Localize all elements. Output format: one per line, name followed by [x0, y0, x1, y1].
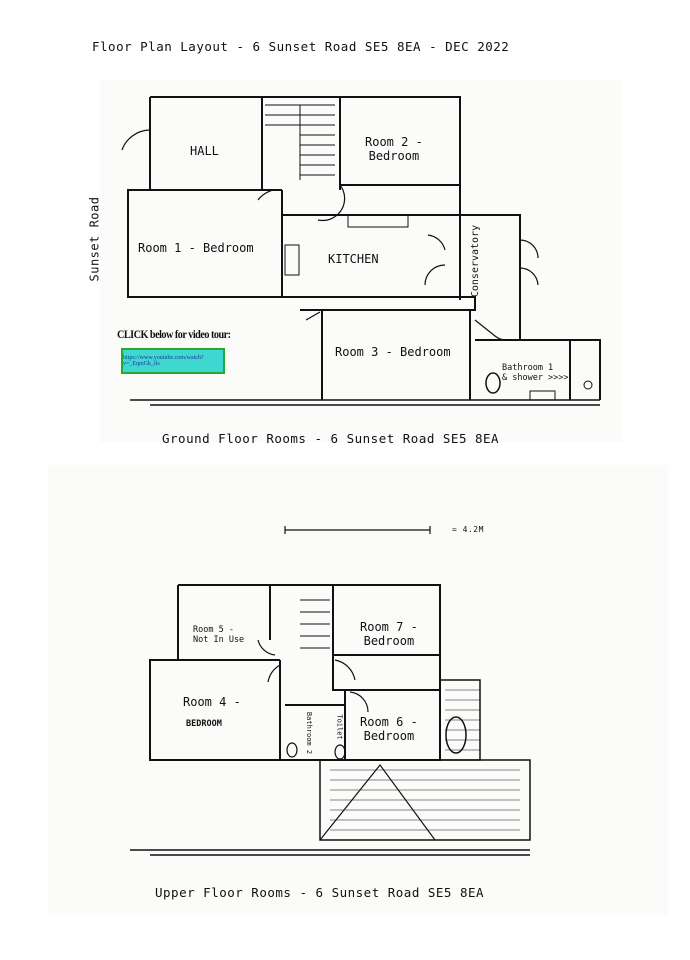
- hall-label: HALL: [190, 144, 219, 158]
- room6-label: Room 6 - Bedroom: [360, 715, 418, 743]
- upper-floor-caption: Upper Floor Rooms - 6 Sunset Road SE5 8E…: [155, 885, 485, 900]
- room4-sub-label: BEDROOM: [186, 719, 222, 729]
- scale-bar: [284, 526, 431, 534]
- ground-floor-walls: [121, 96, 601, 406]
- street-label: Sunset Road: [87, 196, 102, 282]
- upper-floor-walls: [130, 584, 531, 856]
- room1-label: Room 1 - Bedroom: [138, 241, 254, 255]
- kitchen-label: KITCHEN: [328, 252, 379, 266]
- room2-label: Room 2 - Bedroom: [365, 135, 423, 163]
- room4-label: Room 4 -: [183, 695, 241, 709]
- bathroom1-label: Bathroom 1 & shower >>>>: [502, 363, 569, 383]
- toilet-label: Toilet: [335, 714, 344, 740]
- conservatory-label: Conservatory: [470, 224, 482, 298]
- video-tour-prompt: CLICK below for video tour:: [117, 327, 231, 341]
- video-tour-link[interactable]: https://www.youtube.com/watch?v=_EqmGk_t…: [121, 348, 225, 374]
- page-title: Floor Plan Layout - 6 Sunset Road SE5 8E…: [92, 39, 510, 54]
- room3-label: Room 3 - Bedroom: [335, 345, 451, 359]
- room7-label: Room 7 - Bedroom: [360, 620, 418, 648]
- room5-label: Room 5 - Not In Use: [193, 625, 245, 645]
- scale-label: = 4.2M: [452, 525, 484, 534]
- ground-floor-sheet: [100, 80, 622, 442]
- bathroom2-label: Bathroom 2: [305, 711, 314, 755]
- ground-floor-caption: Ground Floor Rooms - 6 Sunset Road SE5 8…: [162, 431, 500, 446]
